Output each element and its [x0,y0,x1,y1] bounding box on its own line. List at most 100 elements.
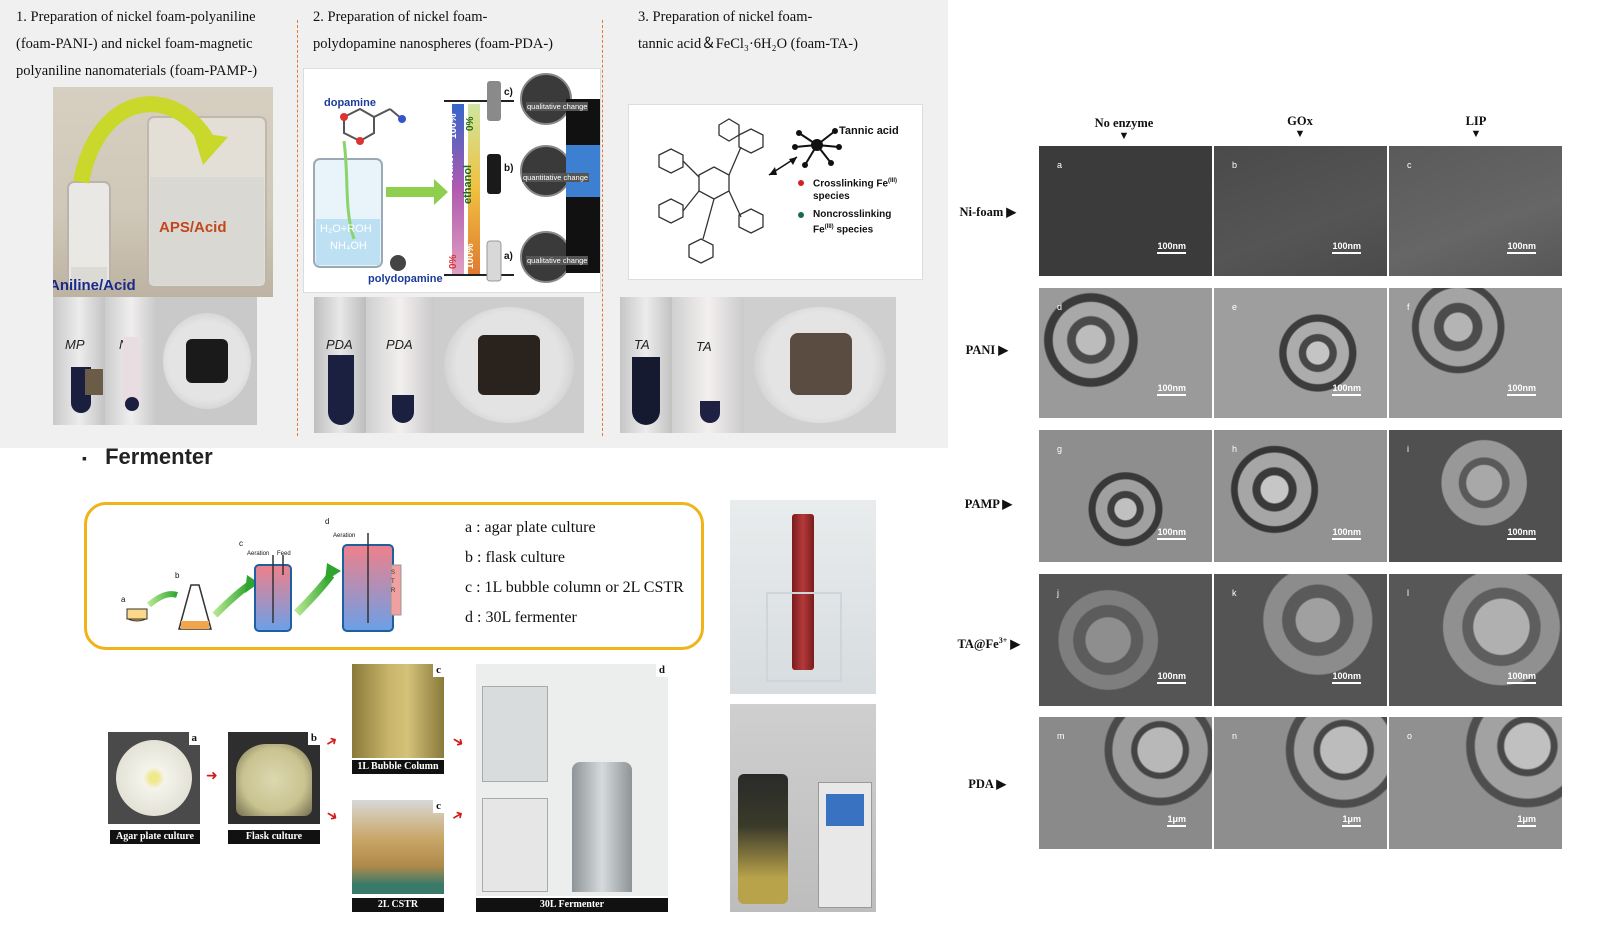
photo-tag-c2: c [433,800,444,813]
tube-mp-label: MP [65,337,85,352]
bubble-column-photo: c [352,664,444,758]
sem-row-label-pamp: PAMP ▶ [912,496,1012,512]
sem-col-head-lip: LIP ▼ [1416,114,1536,140]
legend-item-d: d : 30L fermenter [465,609,577,626]
tannic-structure-svg [658,118,842,264]
sem-row-text-pamp: PAMP [964,497,1000,511]
controller-screen [826,794,864,826]
water-pct-top: 100% [448,113,459,139]
tube-pda2-photo: PDA [366,297,434,433]
foam-black [186,339,228,383]
foam-pda [478,335,540,395]
dish-pani-photo [157,297,257,425]
row-c-tag: c) [504,87,513,98]
fermenter-30l-photo: d [476,664,668,896]
bubble-column-lab-photo [730,500,876,694]
tube-ta2-photo: TA [672,297,744,433]
tube-pda1-photo: PDA [314,297,366,433]
scale-bar-i: 100nm [1507,527,1536,540]
scale-bar-d: 100nm [1157,383,1186,396]
polydopamine-label: polydopamine [368,273,443,285]
sem-letter-o: o [1407,731,1413,741]
tube-mp-photo: MP [53,297,105,425]
legend-item-a: a : agar plate culture [465,519,596,536]
water-label: water [444,152,456,181]
feed-label: Feed [277,551,291,557]
tube-pda1-label: PDA [326,337,353,352]
caption-agar: Agar plate culture [110,830,200,844]
sem-col-head-gox: GOx ▼ [1240,114,1360,140]
scale-bar-e: 100nm [1332,383,1361,396]
dish-pda-photo [434,297,584,433]
schem-tag-a: a [121,595,126,604]
sem-image-c: c 100nm [1389,146,1562,276]
fermenter-process-frame: a b c d Aeration Feed Aeration S T R a :… [84,502,704,650]
red-arrow-3: ➜ [322,806,341,826]
row-a-tag: a) [504,251,513,262]
crosslinking-species: species [813,191,850,203]
sem-letter-b: b [1232,160,1238,170]
noncrosslinking-fe: Fe [813,224,825,236]
tannic-acid-label: Tannic acid [839,125,899,137]
process-legend: a : agar plate culture b : flask culture… [465,519,700,639]
control-cabinet-top [482,686,548,782]
sem-row-sup-ta-fe: 3+ [998,636,1008,645]
acrylic-stand [766,592,842,682]
scale-bar-c: 100nm [1507,241,1536,254]
col1-title-line1: 1. Preparation of nickel foam-polyanilin… [16,9,256,25]
arrow-right-icon: ▶ [1010,637,1020,652]
red-arrow-2: ➜ [322,732,341,752]
sem-letter-k: k [1232,588,1237,598]
flask-content [236,744,312,816]
pda-schematic: dopamine H₂O+ROH NH₄OH polydopamine wate… [303,68,601,293]
caption-flask: Flask culture [228,830,320,844]
noncrosslinking-sup: (III) [824,224,834,230]
sem-letter-g: g [1057,444,1063,454]
sem-image-i: i 100nm [1389,430,1562,562]
sem-row-label-ni-foam: Ni-foam ▶ [916,204,1017,220]
arrow-down-icon: ▼ [1118,130,1130,142]
sem-row-text-pda: PDA [968,777,994,791]
scale-bar-n: 1μm [1342,814,1361,827]
scale-bar-h: 100nm [1332,527,1361,540]
solvent2-label: NH₄OH [330,240,367,252]
sem-row-label-ta-fe: TA@Fe3+ ▶ [920,636,1020,652]
str-s: S [391,570,396,576]
sem-letter-i: i [1407,444,1409,454]
arrow-right-icon: ▶ [996,777,1006,791]
crosslinking-text: Crosslinking Fe [813,178,889,190]
sem-row-text-pani: PANI [965,343,996,357]
row-c-note: qualitative change [526,102,589,111]
legend-item-c: c : 1L bubble column or 2L CSTR [465,579,684,596]
dopamine-label: dopamine [324,97,376,109]
tube-ni-pellet [125,397,139,411]
foam-ta [790,333,852,395]
sem-letter-a: a [1057,160,1063,170]
agar-plate-photo: a [108,732,200,824]
row-b-note: quantitative change [522,173,590,182]
col3-title-line1: 3. Preparation of nickel foam- [638,9,813,25]
red-arrow-5: ➜ [448,806,467,826]
dish-ta-photo [744,297,896,433]
arrow-right-icon: ▶ [998,343,1008,357]
sem-letter-c: c [1407,160,1412,170]
sem-col-head-no-enzyme: No enzyme ▼ [1064,116,1184,142]
str-r: R [391,588,396,594]
caption-30l: 30L Fermenter [476,898,668,912]
crosslinking-label: Crosslinking Fe(III) species [813,175,897,203]
sem-row-label-pda: PDA ▶ [906,776,1006,792]
solvent1-label: H₂O+ROH [320,223,372,235]
scale-bar-a: 100nm [1157,241,1186,254]
tube-ni-photo: NI [105,297,157,425]
noncrosslinking-species: species [833,224,874,236]
flask-culture-photo: b [228,732,320,824]
sem-row-text-ni-foam: Ni-foam [959,205,1004,219]
vial-label: Aniline/Acid [53,277,136,294]
tube-pda2-label: PDA [386,337,413,352]
